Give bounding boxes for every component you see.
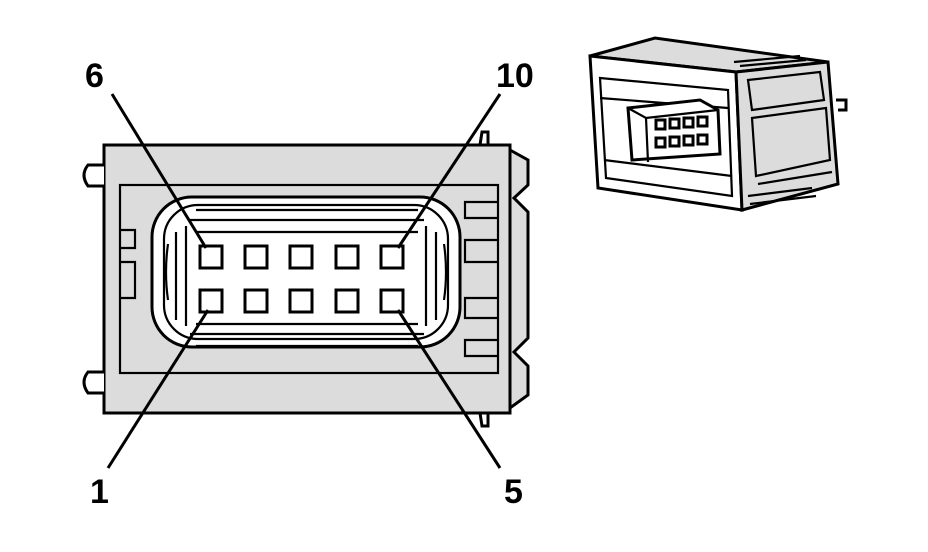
pin-label-10: 10 bbox=[496, 57, 534, 95]
left-ear-top bbox=[82, 163, 104, 188]
leader-line-6 bbox=[110, 93, 208, 249]
right-latch bbox=[508, 147, 530, 411]
cavity-grid bbox=[198, 244, 405, 314]
cavity-pin-10 bbox=[379, 244, 405, 270]
pin-label-6: 6 bbox=[85, 57, 104, 95]
iso-insert bbox=[626, 98, 722, 162]
connector-face-view: 6 10 1 5 bbox=[82, 57, 534, 511]
inner-frame bbox=[118, 183, 500, 375]
iso-cavity bbox=[654, 118, 667, 131]
leader-line-1 bbox=[106, 309, 210, 469]
iso-cavity bbox=[668, 135, 681, 148]
cavity-pin-2 bbox=[243, 288, 269, 314]
cavity-pin-8 bbox=[288, 244, 314, 270]
side-key-left bbox=[164, 226, 188, 326]
iso-side-face bbox=[734, 60, 840, 212]
frame-notch-left bbox=[120, 228, 137, 300]
iso-cavity-grid bbox=[654, 115, 709, 149]
cavity-pin-5 bbox=[379, 288, 405, 314]
iso-cavity bbox=[696, 115, 709, 128]
cavity-pin-9 bbox=[334, 244, 360, 270]
leader-line-5 bbox=[396, 309, 502, 469]
cavity-pin-6 bbox=[198, 244, 224, 270]
iso-cavity bbox=[696, 133, 709, 146]
frame-notch-right bbox=[463, 200, 498, 358]
bottom-lip bbox=[478, 412, 490, 428]
iso-side-latch bbox=[746, 70, 833, 186]
mating-opening-inner bbox=[162, 203, 450, 341]
iso-tab bbox=[836, 98, 848, 112]
iso-side-ribs bbox=[733, 54, 817, 206]
connector-isometric-view bbox=[588, 36, 848, 212]
iso-front-inner bbox=[598, 76, 734, 198]
iso-cavity bbox=[682, 116, 695, 129]
iso-cavity bbox=[682, 134, 695, 147]
iso-cavity bbox=[668, 117, 681, 130]
left-ear-bottom bbox=[82, 370, 104, 395]
leader-line-10 bbox=[396, 93, 502, 249]
pin-label-1: 1 bbox=[90, 473, 109, 511]
cavity-pin-3 bbox=[288, 288, 314, 314]
guide-rails bbox=[190, 208, 424, 348]
cavity-pin-4 bbox=[334, 288, 360, 314]
cavity-pin-7 bbox=[243, 244, 269, 270]
iso-cavity bbox=[654, 136, 667, 149]
top-lip bbox=[478, 130, 490, 146]
side-key-right bbox=[424, 226, 448, 326]
pin-label-5: 5 bbox=[504, 473, 523, 511]
cavity-pin-1 bbox=[198, 288, 224, 314]
iso-insert-top bbox=[627, 107, 719, 163]
